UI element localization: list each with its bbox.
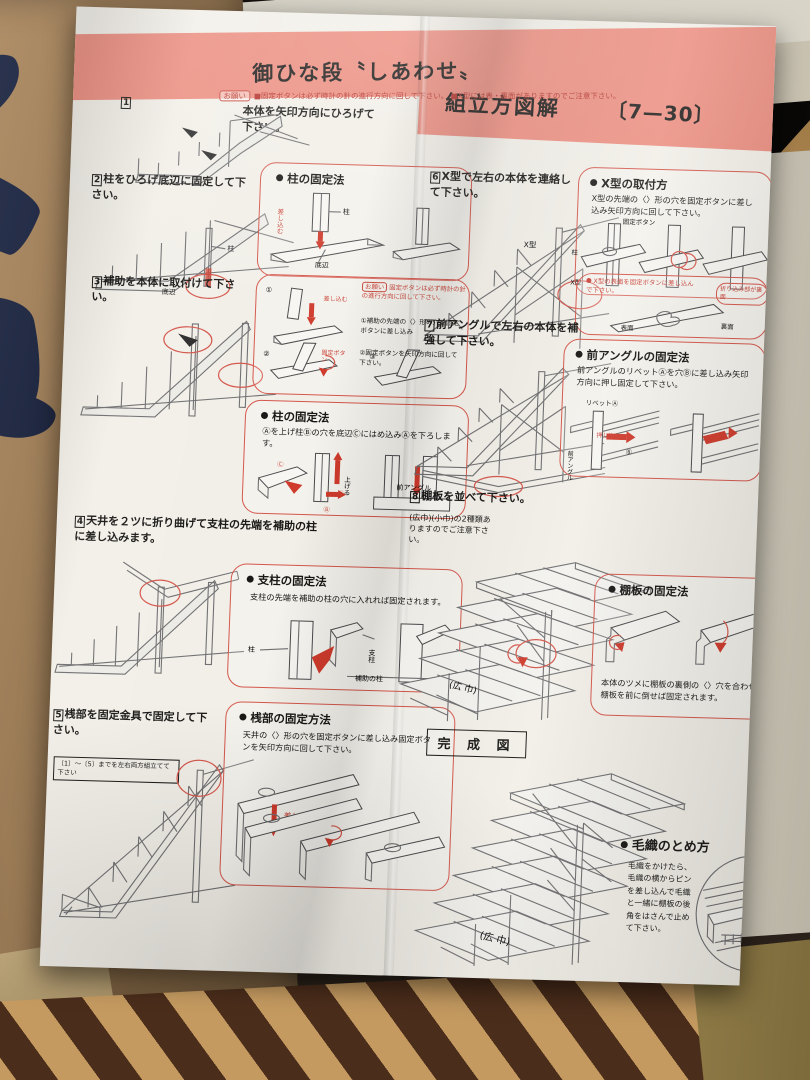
svg-text:柱: 柱 — [343, 207, 350, 216]
svg-text:前アングル: 前アングル — [396, 483, 431, 493]
diagram-pillar-fixing: 柱 底辺 — [269, 192, 461, 270]
diagram-step-6: X型 — [423, 217, 619, 349]
diagram-step-1 — [135, 113, 310, 185]
step-7-text: 前アングルで左右の本体を補強して下さい。 — [423, 317, 579, 349]
svg-text:X型: X型 — [524, 240, 537, 249]
panel-mae-angle-title: 前アングルの固定法 — [575, 347, 690, 366]
diagram-kansei: (広 巾) — [413, 773, 687, 967]
svg-text:底辺: 底辺 — [315, 260, 329, 269]
svg-text:③: ③ — [369, 353, 376, 361]
onegai-warning: お願い■固定ボタンは必ず時計の針の進行方向に回して下さい。 ■X型には表・裏面が… — [219, 90, 776, 102]
panel-tanaita-text: 本体のツメに棚板の裏側の〈〉穴を合わせ棚板を前に倒せば固定されます。 — [600, 677, 757, 703]
step-number-badge: 2 — [91, 174, 103, 187]
diagram-shichu: 柱 支柱 補助の柱 — [248, 620, 452, 684]
step-8-text: 棚板を並べて下さい。 — [421, 489, 532, 506]
svg-text:柱: 柱 — [248, 645, 255, 654]
svg-text:固定ボタン: 固定ボタン — [623, 217, 656, 227]
diagram-tanaita — [605, 610, 767, 665]
step-2-text: 柱をひろげ底辺に固定して下さい。 — [91, 172, 247, 203]
svg-text:Ⓑ: Ⓑ — [626, 448, 632, 456]
diagram-san: 差し込む — [235, 774, 446, 882]
svg-text:②: ② — [263, 350, 270, 358]
diagram-step-5 — [58, 759, 254, 919]
svg-text:押し込む: 押し込む — [596, 431, 620, 440]
svg-text:①: ① — [266, 286, 273, 294]
step-6-text: X型で左右の本体を連絡して下さい。 — [429, 169, 572, 201]
svg-text:補助の柱: 補助の柱 — [355, 674, 383, 684]
step-4-text: 天井を２ツに折り曲げて支柱の先端を補助の柱に差し込みます。 — [73, 514, 318, 546]
svg-text:柱: 柱 — [227, 244, 234, 253]
step-number-badge: 8 — [409, 491, 421, 504]
svg-text:X型: X型 — [570, 277, 582, 286]
panel-mae-angle-text: 前アングルのリベットⒶを穴Ⓑに差し込み矢印方向に押し固定して下さい。 — [576, 364, 749, 390]
diagram-step-8: (広 巾) — [398, 562, 653, 722]
onegai-tag: お願い — [219, 90, 250, 102]
diagram-pillar-abc: 上げる Ⓐ Ⓒ Ⓑ — [257, 452, 451, 514]
box-marking — [0, 40, 34, 152]
instruction-sheet: 御ひな段〝しあわせ〟 組立方図解 〔7—30〕 お願い■固定ボタンは必ず時計の針… — [39, 6, 777, 986]
step-number-badge: 7 — [424, 319, 436, 332]
svg-text:Ⓑ: Ⓑ — [323, 506, 330, 514]
panel-pillar-fixing-title: 柱の固定法 — [275, 170, 345, 188]
label-ura: 裏面 — [720, 322, 734, 332]
diagram-hojo-fixing: ① ② ③ — [263, 286, 442, 386]
panel-xgata-title: X型の取付方 — [590, 175, 668, 193]
diagram-xgata: 固定ボタン 柱 X型 — [570, 217, 769, 290]
svg-text:支柱: 支柱 — [368, 648, 377, 664]
step-number-badge: 5 — [53, 709, 64, 722]
page-title-left: 御ひな段〝しあわせ〟 — [252, 55, 482, 88]
panel-xgata-face-warning: X型の表面を固定ボタンに差し込んで下さい。 — [585, 277, 694, 295]
svg-text:上げる: 上げる — [342, 475, 351, 496]
panel-pillar-fixing-abc-title: 柱の固定法 — [260, 408, 330, 426]
box-marking — [0, 141, 47, 260]
panel-shichu-fixing-title: 支柱の固定法 — [246, 572, 327, 590]
step-number-badge: 4 — [74, 515, 86, 528]
kansei-label: 完 成 図 — [426, 728, 528, 759]
diagram-step-3 — [80, 320, 276, 418]
diagram-mae-angle: 押し込む Ⓑ 前アングル — [565, 410, 760, 481]
panel-keori-text: 毛織をかけたら、毛織の横からピンを差し込んで毛織と一緒に棚板の後角をはさんで止め… — [625, 861, 693, 934]
label-omote: 表面 — [620, 323, 634, 333]
title-quote-close: 〟 — [459, 58, 483, 83]
box-marking — [0, 384, 59, 444]
step-number-badge: 3 — [91, 276, 103, 289]
box-marking — [0, 285, 51, 429]
step-3-text: 補助を本体に取付けて下さい。 — [91, 274, 236, 304]
diagram-xgata-faces — [609, 303, 725, 333]
panel-tanaita-title: 棚板の固定法 — [608, 582, 689, 600]
svg-text:Ⓒ: Ⓒ — [277, 460, 284, 468]
svg-text:前アングル: 前アングル — [565, 450, 573, 481]
label-sashikomu-pillar: 差し込む — [274, 208, 284, 235]
diagram-step-7: 前アングル — [396, 363, 612, 498]
title-product-name: しあわせ — [367, 58, 460, 85]
title-product: 御ひな段 — [252, 60, 345, 86]
diagram-step-4 — [54, 561, 244, 675]
step-number-badge: 6 — [430, 171, 441, 184]
diagram-step-2: 柱 — [95, 213, 294, 299]
label-kotei-button-hojo: 固定ボタン — [321, 349, 346, 364]
title-quote-open: 〝 — [344, 60, 368, 85]
label-sashikomu-hojo: 差し込む — [323, 295, 348, 304]
onegai-text: ■固定ボタンは必ず時計の針の進行方向に回して下さい。 ■X型には表・裏面がありま… — [253, 91, 621, 101]
panel-san-fixing-title: 桟部の固定方法 — [239, 709, 331, 728]
svg-text:柱: 柱 — [571, 247, 578, 256]
